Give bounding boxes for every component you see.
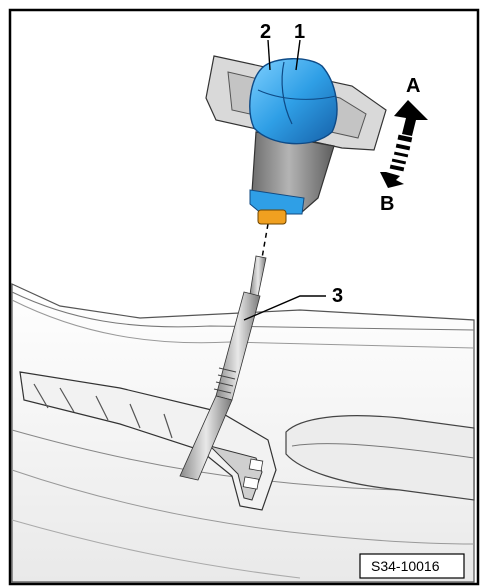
leader-line-3 — [243, 295, 326, 321]
label-a: A — [406, 75, 420, 97]
label-b: B — [380, 193, 394, 215]
leader-line-2 — [267, 39, 271, 71]
shift-gate-opening — [19, 371, 277, 511]
callout-1: 1 — [294, 21, 305, 43]
armrest — [285, 415, 475, 501]
shift-knob-upper — [249, 58, 338, 145]
callout-3: 3 — [332, 285, 343, 307]
reference-code: S34-10016 — [371, 558, 440, 574]
arrow-down-b — [380, 158, 407, 188]
movement-arrows — [380, 100, 428, 188]
reference-code-box — [359, 553, 465, 579]
adapter-ring — [257, 209, 287, 225]
guide-dashed-line — [261, 223, 269, 259]
leader-line-1 — [295, 39, 301, 71]
shift-knob-assembly — [205, 55, 387, 225]
callout-2: 2 — [260, 21, 271, 43]
removal-tool — [179, 255, 267, 481]
arrow-up-a — [393, 100, 428, 158]
